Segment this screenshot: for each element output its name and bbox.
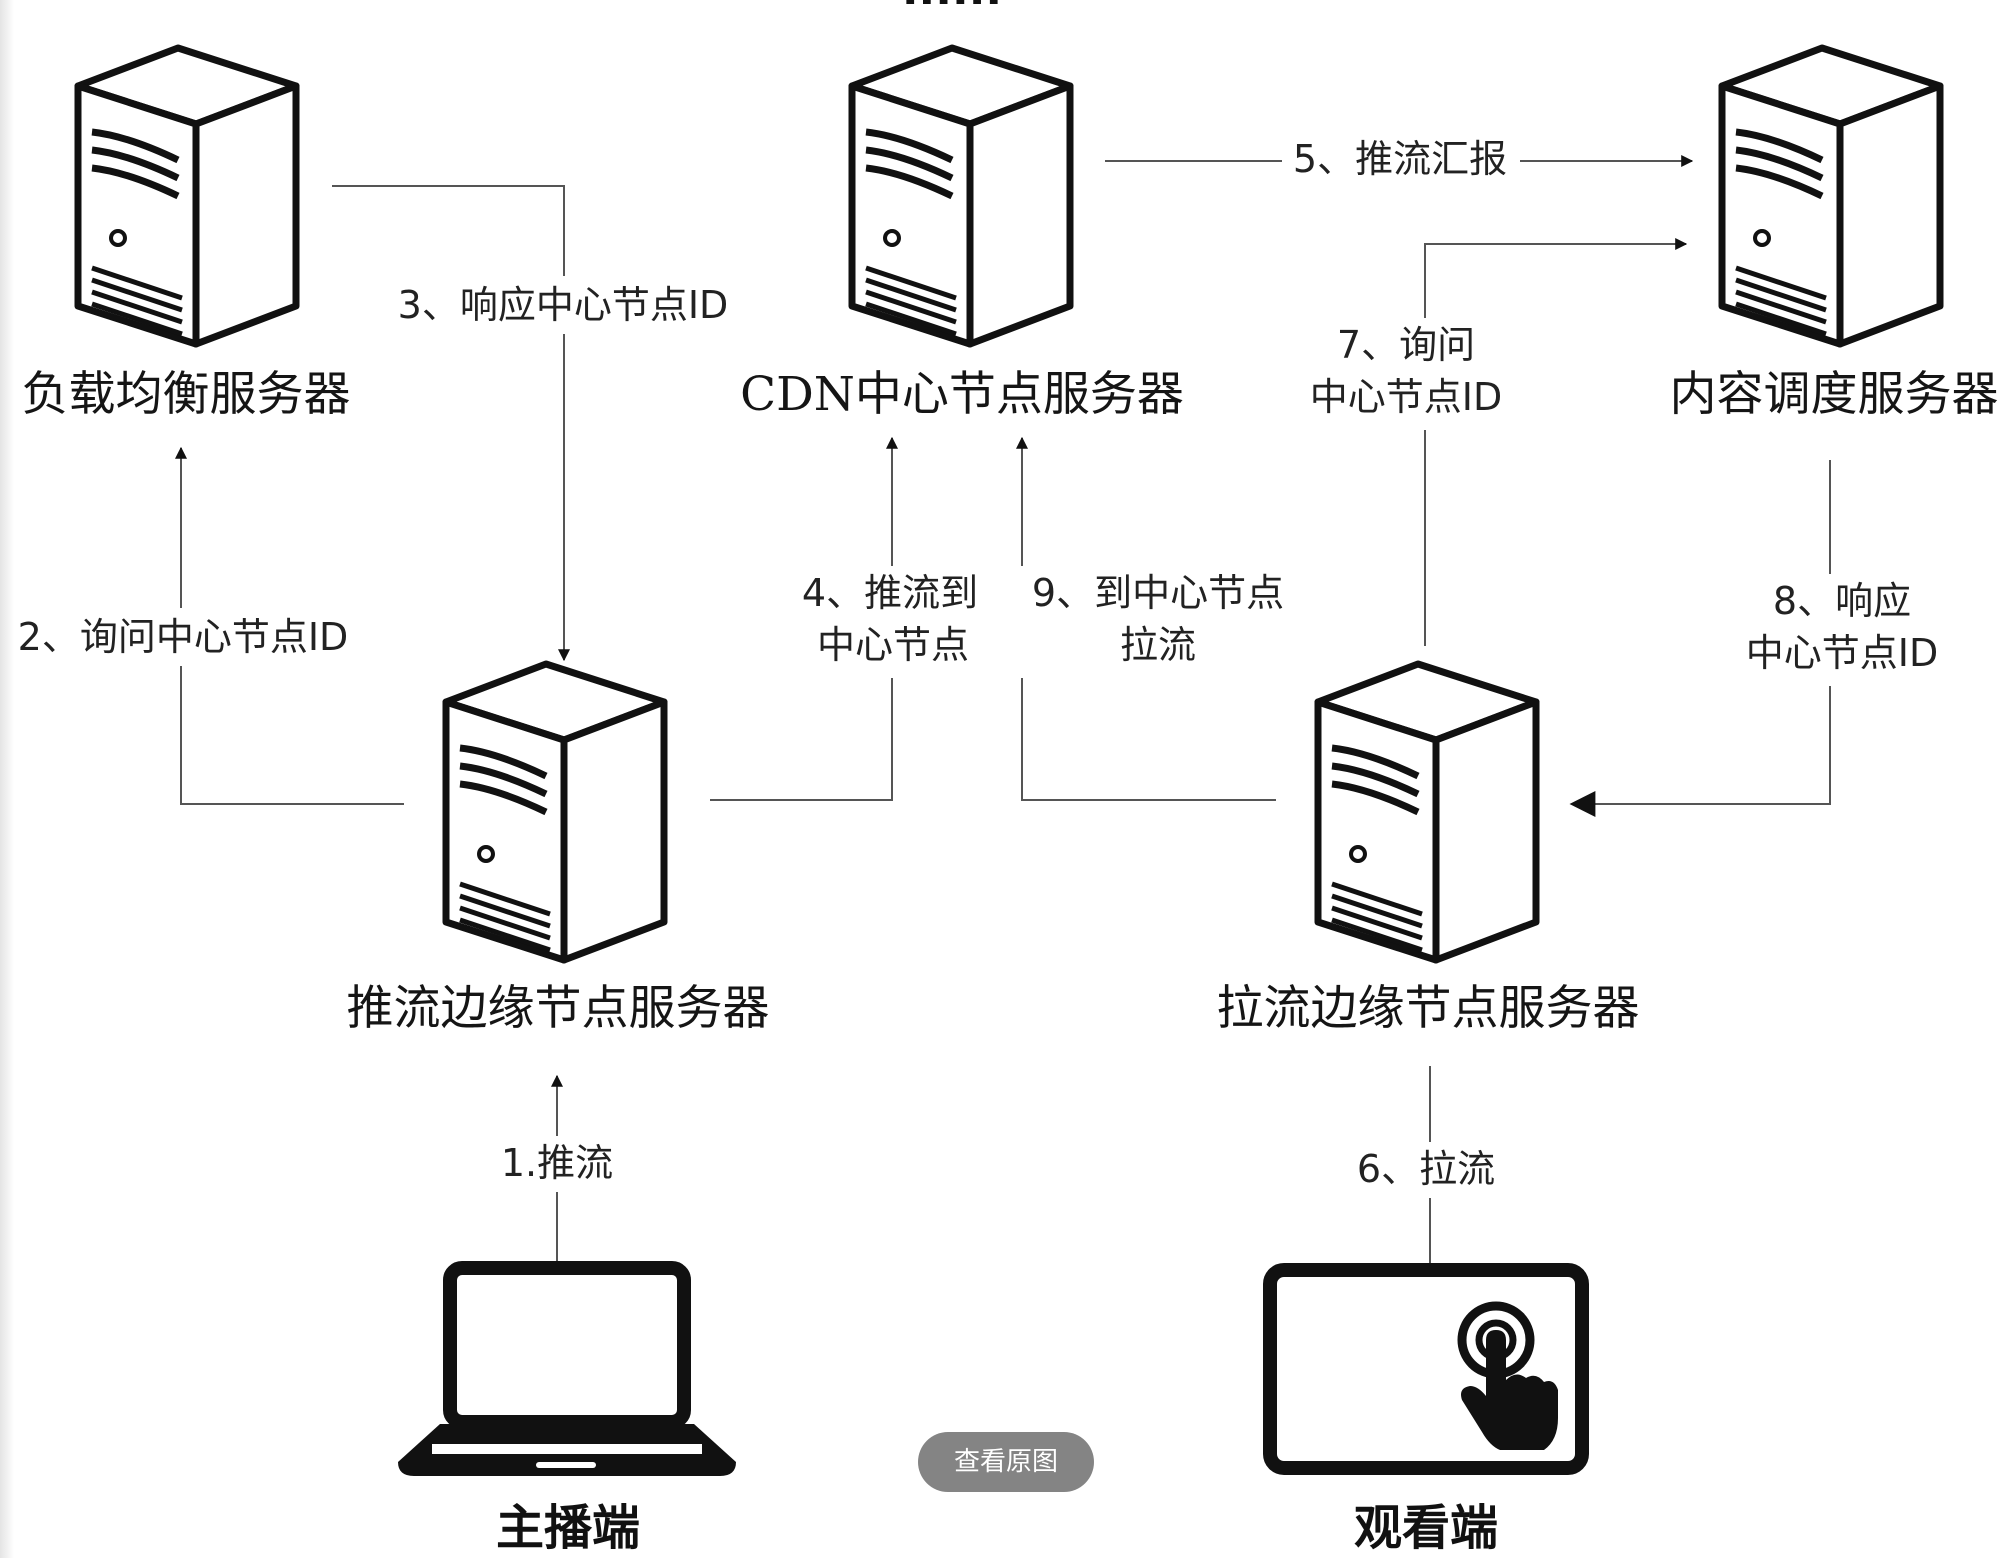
top-ellipsis: ...... [902,0,1002,15]
view-original-button[interactable]: 查看原图 [918,1432,1094,1492]
step-4-label-line1: 4、推流到 [802,571,978,615]
content-scheduler-server-icon [1722,42,1940,344]
push-edge-label: 推流边缘节点服务器 [347,981,770,1036]
laptop-icon [398,1261,736,1476]
cdn-center-server-icon [852,42,1070,344]
push-edge-server-icon [446,658,664,960]
pull-edge-server-icon [1318,658,1536,960]
content-scheduler-label: 内容调度服务器 [1670,367,1999,422]
arrow-3-respond-center-id [332,185,570,662]
step-7-label-line2: 中心节点ID [1310,375,1502,419]
broadcaster-label: 主播端 [496,1500,640,1556]
step-9-label-line1: 9、到中心节点 [1032,571,1284,615]
step-7-label-line1: 7、询问 [1337,323,1475,367]
cdn-center-label: CDN中心节点服务器 [740,367,1184,422]
step-1-label: 1.推流 [501,1141,613,1185]
tablet-touch-icon [1263,1263,1589,1475]
step-8-label-line1: 8、响应 [1773,579,1911,623]
pull-edge-label: 拉流边缘节点服务器 [1217,981,1640,1036]
arrow-2-ask-center-id [175,446,404,805]
arrow-7-ask-center-id [1424,238,1688,646]
step-2-label: 2、询问中心节点ID [18,615,349,659]
step-9-label-line2: 拉流 [1120,623,1196,667]
left-edge-shadow [0,0,14,1558]
load-balancer-server-icon [78,42,296,344]
step-5-label: 5、推流汇报 [1293,137,1507,181]
step-4-label-line2: 中心节点 [817,623,969,667]
viewer-label: 观看端 [1354,1500,1498,1556]
step-3-label: 3、响应中心节点ID [398,283,729,327]
arrow-9-pull-from-center [1016,436,1276,801]
arrow-4-push-to-center [710,436,898,801]
load-balancer-label: 负载均衡服务器 [22,367,351,422]
step-8-label-line2: 中心节点ID [1746,631,1938,675]
step-6-label: 6、拉流 [1357,1147,1495,1191]
